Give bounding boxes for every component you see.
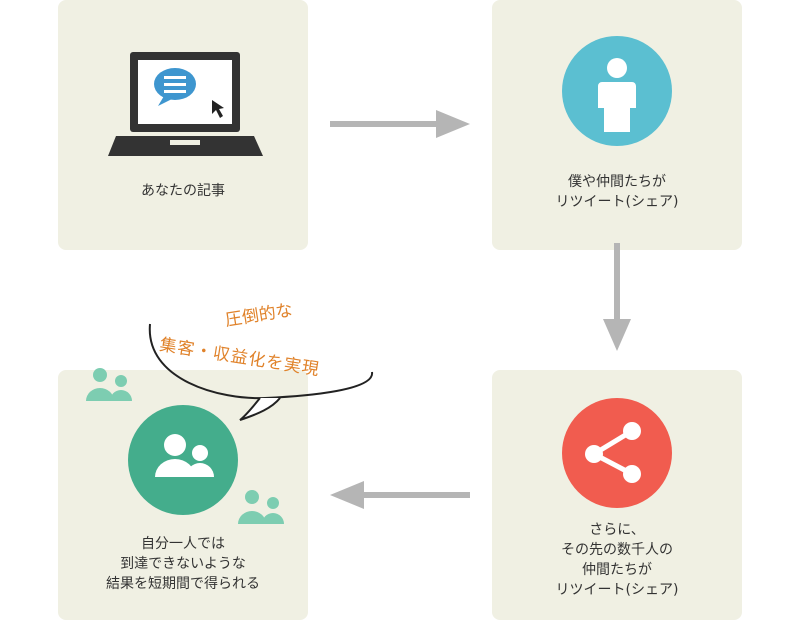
step-card-retweet-thousands: さらに、 その先の数千人の 仲間たちが リツイート(シェア) — [492, 370, 742, 620]
step-card-article: あなたの記事 — [58, 0, 308, 250]
step-card-result: 自分一人では 到達できないような 結果を短期間で得られる — [58, 370, 308, 620]
step-label: 自分一人では 到達できないような 結果を短期間で得られる — [106, 536, 260, 592]
arrow-left-icon — [330, 481, 470, 509]
step-card-retweet-friends: 僕や仲間たちが リツイート(シェア) — [492, 0, 742, 250]
people-icon-small — [85, 367, 135, 403]
step-label: さらに、 その先の数千人の 仲間たちが リツイート(シェア) — [555, 522, 679, 598]
step-label: あなたの記事 — [141, 183, 225, 199]
group-icon — [128, 405, 238, 515]
share-icon — [562, 398, 672, 508]
people-icon-small — [236, 488, 288, 526]
laptop-chat-icon — [108, 48, 263, 160]
speech-arc-icon — [140, 320, 385, 425]
arrow-down-icon — [603, 243, 631, 353]
step-label: 僕や仲間たちが リツイート(シェア) — [555, 174, 679, 210]
arrow-right-icon — [330, 110, 470, 138]
person-icon — [562, 36, 672, 146]
